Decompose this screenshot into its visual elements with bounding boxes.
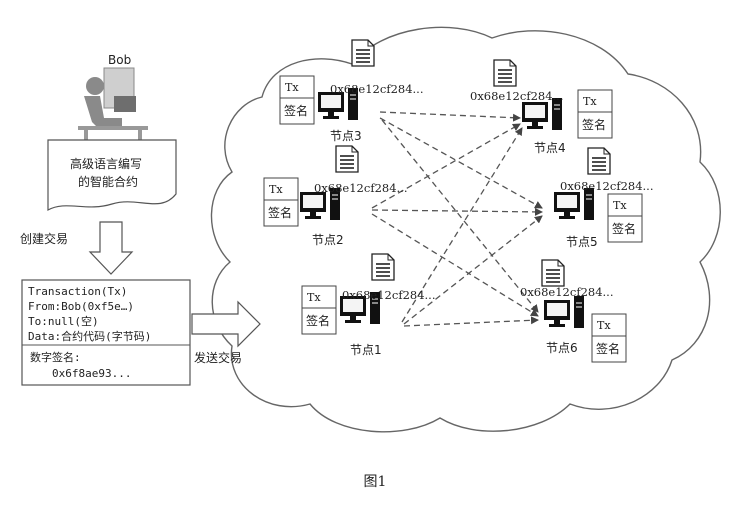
node-hash: 0x68e12cf284... bbox=[314, 181, 408, 195]
computer-icon bbox=[544, 296, 584, 328]
tx-box-bottom: 签名 bbox=[612, 221, 636, 236]
node-node4: Tx 签名 0x68e12cf284... 节点4 bbox=[470, 59, 613, 155]
tx-box-top: Tx bbox=[285, 81, 299, 94]
tx-box-bottom: 签名 bbox=[268, 205, 292, 220]
tx-box-bottom: 签名 bbox=[582, 117, 606, 132]
node-hash: 0x68e12cf284... bbox=[470, 89, 564, 103]
tx-signature-box: Tx 签名 bbox=[279, 75, 315, 125]
tx-box-bottom: 签名 bbox=[596, 341, 620, 356]
node-node5: Tx 签名 0x68e12cf284... 节点5 bbox=[554, 147, 654, 249]
document-icon bbox=[541, 259, 565, 287]
node-label: 节点1 bbox=[350, 343, 382, 357]
contract-document bbox=[47, 139, 177, 212]
tx-signature-box: Tx 签名 bbox=[607, 193, 643, 243]
tx-signature-box: Tx 签名 bbox=[263, 177, 299, 227]
send-arrow bbox=[191, 300, 261, 348]
edge-1-4 bbox=[401, 127, 523, 323]
user-name: Bob bbox=[108, 53, 131, 67]
node-node3: Tx 签名 0x68e12cf284... 节点3 bbox=[279, 39, 424, 143]
user-at-computer-icon bbox=[78, 67, 148, 142]
tx-box-top: Tx bbox=[307, 291, 321, 304]
transaction-box: Transaction(Tx) From:Bob(0xf5e…) To:null… bbox=[21, 279, 191, 386]
tx-box-bottom: 签名 bbox=[284, 103, 308, 118]
send-transaction-label: 发送交易 bbox=[194, 350, 242, 365]
node-node1: Tx 签名 0x68e12cf284... 节点1 bbox=[301, 253, 436, 357]
node-hash: 0x68e12cf284... bbox=[560, 179, 654, 193]
node-node2: Tx 签名 0x68e12cf284... 节点2 bbox=[263, 145, 408, 247]
edge-2-5 bbox=[371, 207, 543, 216]
edge-1-6 bbox=[403, 316, 539, 327]
node-label: 节点4 bbox=[534, 141, 566, 155]
computer-icon bbox=[340, 292, 380, 324]
node-label: 节点3 bbox=[330, 129, 362, 143]
edge-3-5 bbox=[379, 117, 543, 209]
tx-line-3: To:null(空) bbox=[28, 314, 99, 328]
edge-2-6 bbox=[371, 213, 539, 317]
tx-box-top: Tx bbox=[269, 183, 283, 196]
nodes-layer: Tx签名0x68e12cf284...节点3Tx签名0x68e12cf284..… bbox=[263, 39, 654, 363]
computer-icon bbox=[300, 188, 340, 220]
node-label: 节点6 bbox=[546, 341, 578, 355]
document-icon bbox=[335, 145, 359, 173]
node-hash: 0x68e12cf284... bbox=[330, 82, 424, 96]
contract-doc-line1: 高级语言编写 bbox=[70, 156, 142, 171]
tx-line-4: Data:合约代码(字节码) bbox=[28, 329, 151, 343]
tx-signature-box: Tx 签名 bbox=[591, 313, 627, 363]
tx-line-1: Transaction(Tx) bbox=[28, 285, 127, 298]
document-icon bbox=[587, 147, 611, 175]
create-arrow bbox=[88, 221, 134, 275]
node-node6: Tx 签名 0x68e12cf284... 节点6 bbox=[520, 259, 627, 363]
figure-caption: 图1 bbox=[364, 474, 387, 490]
tx-signature-box: Tx 签名 bbox=[301, 285, 337, 335]
create-transaction-label: 创建交易 bbox=[20, 231, 68, 246]
tx-box-top: Tx bbox=[613, 199, 627, 212]
node-label: 节点2 bbox=[312, 233, 344, 247]
edge-3-4 bbox=[379, 111, 521, 122]
computer-icon bbox=[318, 88, 358, 120]
tx-sig-value: 0x6f8ae93... bbox=[52, 367, 131, 380]
computer-icon bbox=[522, 98, 562, 130]
node-hash: 0x68e12cf284... bbox=[520, 285, 614, 299]
tx-line-2: From:Bob(0xf5e…) bbox=[28, 300, 134, 313]
node-label: 节点5 bbox=[566, 235, 598, 249]
tx-box-top: Tx bbox=[583, 95, 597, 108]
node-connections bbox=[371, 111, 543, 327]
document-icon bbox=[351, 39, 375, 67]
tx-signature-box: Tx 签名 bbox=[577, 89, 613, 139]
document-icon bbox=[371, 253, 395, 281]
edge-3-6 bbox=[381, 119, 539, 313]
computer-icon bbox=[554, 188, 594, 220]
edge-2-4 bbox=[371, 123, 521, 209]
document-icon bbox=[493, 59, 517, 87]
tx-sig-label: 数字签名: bbox=[30, 350, 81, 364]
contract-doc-line2: 的智能合约 bbox=[78, 174, 138, 189]
tx-box-top: Tx bbox=[597, 319, 611, 332]
tx-box-bottom: 签名 bbox=[306, 313, 330, 328]
node-hash: 0x68e12cf284... bbox=[342, 288, 436, 302]
